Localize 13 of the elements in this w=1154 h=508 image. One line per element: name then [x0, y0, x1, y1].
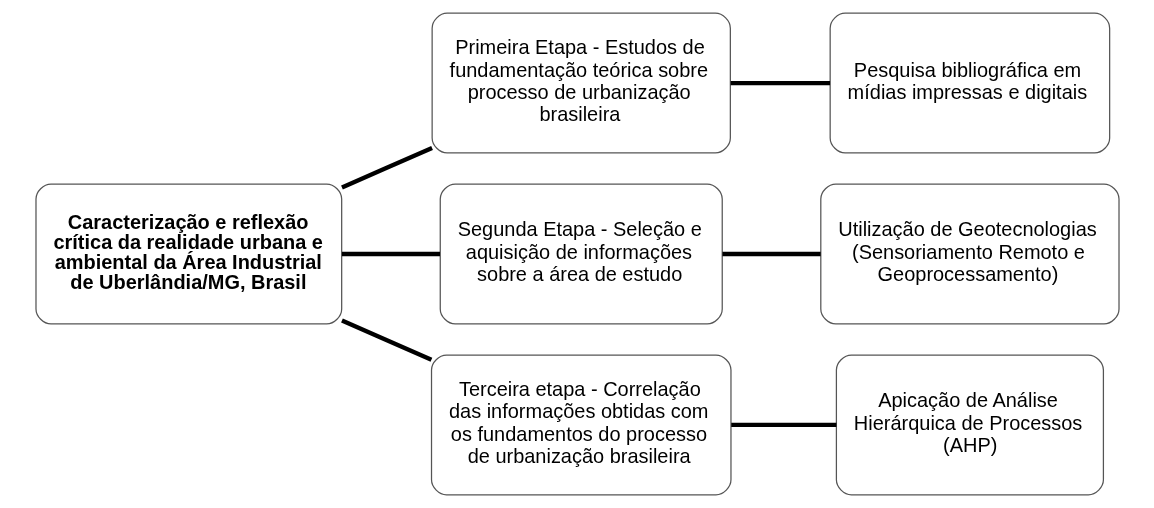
node-box: Apicação de Análise Hierárquica de Processos (AHP) — [835, 354, 1104, 496]
node-box: Terceira etapa - Correlação das informações obtidas com os fundamentos do processo de urbanização brasileira — [430, 354, 732, 496]
node-box: Primeira Etapa - Estudos de fundamentação teórica sobre processo de urbanização brasileira — [431, 12, 731, 154]
node-box: Pesquisa bibliográfica em mídias impressas e digitais — [829, 12, 1110, 154]
connector — [730, 422, 836, 428]
connector — [341, 251, 440, 257]
node-box: Utilização de Geotecnologias (Sensoriamento Remoto e Geoprocessamento) — [819, 183, 1120, 325]
connector — [730, 80, 830, 86]
connector — [340, 318, 432, 362]
connector — [340, 145, 433, 190]
node-box: Segunda Etapa - Seleção e aquisição de informações sobre a área de estudo — [439, 183, 723, 325]
connector — [721, 251, 821, 257]
node-box: Caracterização e reflexão crítica da realidade urbana e ambiental da Área Industrial de Uberlândia/MG, Brasil — [34, 183, 342, 325]
